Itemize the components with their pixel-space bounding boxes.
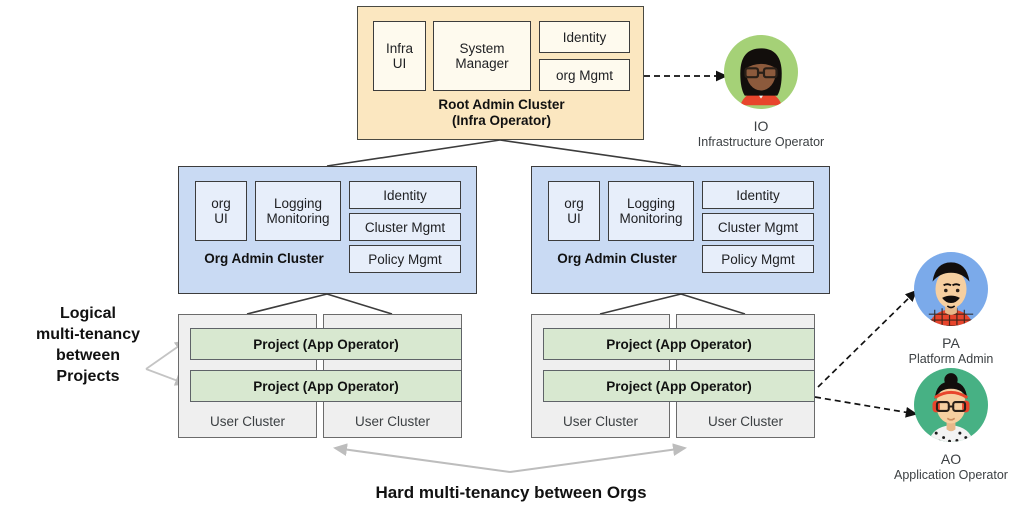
avatar-platform-admin-icon	[914, 252, 988, 326]
persona-role: Platform Admin	[908, 352, 994, 366]
component-label: Cluster Mgmt	[717, 219, 799, 235]
user-cluster-label: User Cluster	[707, 414, 783, 429]
component-infra-ui[interactable]: Infra UI	[373, 21, 426, 91]
component-org-mgmt[interactable]: org Mgmt	[539, 59, 630, 91]
hard-multitenancy-caption: Hard multi-tenancy between Orgs	[375, 483, 647, 502]
component-policy-mgmt[interactable]: Policy Mgmt	[702, 245, 814, 273]
component-label: Infra UI	[385, 41, 413, 71]
component-label: org UI	[211, 196, 231, 226]
component-label: org UI	[564, 196, 584, 226]
root-admin-cluster-title: Root Admin Cluster (Infra Operator)	[358, 97, 645, 129]
root-admin-cluster[interactable]: Infra UI System Manager Identity org Mgm…	[357, 6, 644, 140]
component-identity[interactable]: Identity	[539, 21, 630, 53]
org-right-to-usercluster-connectors	[599, 293, 746, 315]
persona-application-operator[interactable]: AO Application Operator	[881, 368, 1021, 482]
component-label: Identity	[383, 187, 427, 203]
project-label: Project (App Operator)	[253, 378, 399, 394]
project-bar[interactable]: Project (App Operator)	[543, 328, 815, 360]
component-label: System Manager	[455, 41, 509, 71]
component-label: Logging Monitoring	[619, 196, 683, 226]
component-logging-monitoring[interactable]: Logging Monitoring	[255, 181, 341, 241]
persona-platform-admin[interactable]: PA Platform Admin	[881, 252, 1021, 366]
persona-role: Application Operator	[894, 468, 1008, 482]
project-label: Project (App Operator)	[253, 336, 399, 352]
component-identity[interactable]: Identity	[349, 181, 461, 209]
component-system-manager[interactable]: System Manager	[433, 21, 531, 91]
persona-infrastructure-operator[interactable]: IO Infrastructure Operator	[691, 35, 831, 149]
hard-tenancy-arrow	[333, 443, 687, 473]
user-cluster-label: User Cluster	[562, 414, 638, 429]
project-label: Project (App Operator)	[606, 378, 752, 394]
root-title-line2: (Infra Operator)	[451, 113, 551, 128]
component-org-ui[interactable]: org UI	[195, 181, 247, 241]
component-logging-monitoring[interactable]: Logging Monitoring	[608, 181, 694, 241]
project-bar[interactable]: Project (App Operator)	[190, 328, 462, 360]
root-cluster-components: Infra UI System Manager Identity org Mgm…	[373, 21, 630, 91]
component-label: Cluster Mgmt	[364, 219, 446, 235]
component-label: Logging Monitoring	[266, 196, 330, 226]
project-label: Project (App Operator)	[606, 336, 752, 352]
persona-initials: PA	[942, 335, 960, 351]
org-admin-cluster-left[interactable]: org UI Logging Monitoring Identity Clust…	[178, 166, 477, 294]
project-bar[interactable]: Project (App Operator)	[190, 370, 462, 402]
avatar-infrastructure-operator-icon	[724, 35, 798, 109]
org-admin-cluster-title: Org Admin Cluster	[557, 251, 677, 266]
persona-initials: IO	[753, 118, 769, 134]
component-label: Policy Mgmt	[368, 251, 442, 267]
project-bar[interactable]: Project (App Operator)	[543, 370, 815, 402]
component-identity[interactable]: Identity	[702, 181, 814, 209]
component-cluster-mgmt[interactable]: Cluster Mgmt	[349, 213, 461, 241]
logical-multitenancy-label: Logical multi-tenancy between Projects	[35, 305, 140, 385]
persona-initials: AO	[940, 451, 962, 467]
component-policy-mgmt[interactable]: Policy Mgmt	[349, 245, 461, 273]
component-label: Policy Mgmt	[721, 251, 795, 267]
component-label: Identity	[736, 187, 780, 203]
org-left-to-usercluster-connectors	[246, 293, 393, 315]
component-label: Identity	[562, 29, 607, 45]
component-org-ui[interactable]: org UI	[548, 181, 600, 241]
root-title-line1: Root Admin Cluster	[438, 97, 565, 112]
user-cluster-label: User Cluster	[354, 414, 430, 429]
root-to-org-connectors	[326, 139, 682, 167]
component-label: org Mgmt	[555, 67, 613, 83]
org-admin-cluster-title: Org Admin Cluster	[204, 251, 324, 266]
component-cluster-mgmt[interactable]: Cluster Mgmt	[702, 213, 814, 241]
org-admin-cluster-right[interactable]: org UI Logging Monitoring Identity Clust…	[531, 166, 830, 294]
user-cluster-label: User Cluster	[209, 414, 285, 429]
avatar-application-operator-icon	[914, 368, 988, 442]
persona-role: Infrastructure Operator	[697, 135, 825, 149]
